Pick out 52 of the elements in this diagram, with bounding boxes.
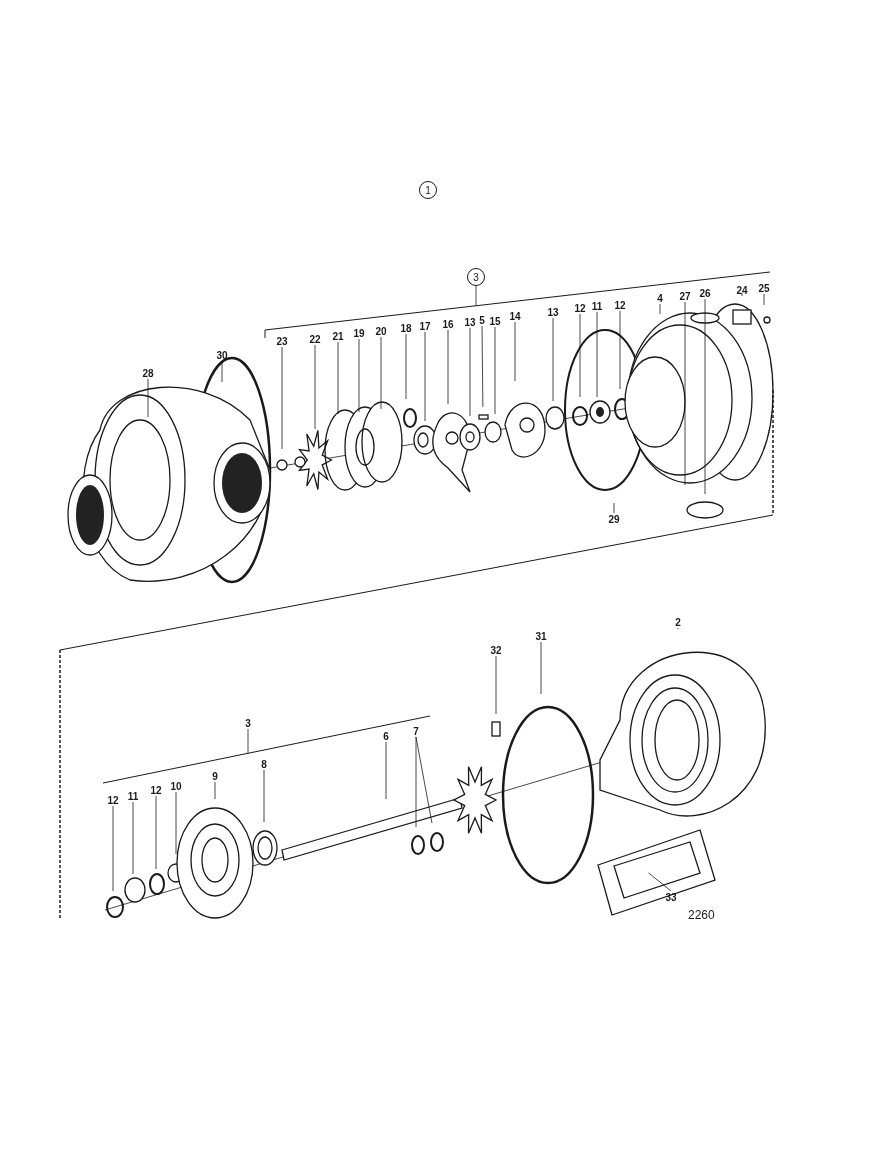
leader-line: [358, 338, 360, 413]
leader-line: [447, 329, 449, 405]
leader-line: [424, 331, 426, 422]
callout-number: 2: [675, 616, 681, 628]
leader-line: [314, 344, 316, 430]
leader-line: [337, 341, 339, 415]
callout-number: 32: [490, 644, 502, 656]
leader-line: [659, 303, 661, 315]
leader-line: [552, 317, 554, 402]
callout-number: 11: [127, 790, 139, 802]
group-bracket: [102, 715, 431, 784]
leader-line: [405, 333, 407, 400]
leader-line: [648, 872, 672, 892]
leader-line: [214, 781, 216, 800]
leader-line: [613, 502, 615, 514]
leader-line: [684, 301, 686, 486]
leader-line: [495, 655, 497, 715]
leader-line: [147, 378, 149, 418]
callout-number: 12: [150, 784, 162, 796]
leader-line: [112, 805, 114, 892]
drawing-number: 2260: [688, 908, 715, 922]
callout-number: 28: [142, 367, 154, 379]
leader-line: [481, 325, 484, 408]
leader-line: [514, 321, 516, 382]
leader-line: [263, 769, 265, 823]
leader-line: [540, 641, 542, 695]
leader-line: [763, 293, 765, 306]
callout-number: 22: [309, 333, 321, 345]
leader-line: [579, 313, 581, 398]
callout-number: 29: [608, 513, 620, 525]
leader-line: [741, 292, 743, 297]
leader-line: [704, 298, 706, 495]
callout-number: 30: [216, 349, 228, 361]
leader-line: [221, 360, 223, 383]
leader-line: [619, 310, 621, 390]
leader-line: [281, 346, 283, 450]
callout-number: 10: [170, 780, 182, 792]
leader-line: [175, 791, 177, 855]
leader-line: [247, 728, 249, 754]
leader-line: [415, 736, 417, 828]
leader-line: [494, 326, 496, 415]
leader-line: [415, 736, 433, 824]
leader-line: [380, 336, 382, 410]
leader-line: [155, 795, 157, 870]
callout-number: 31: [535, 630, 547, 642]
leader-line: [475, 285, 477, 307]
leader-line: [132, 801, 134, 875]
leader-line: [469, 327, 471, 417]
callout-number: 23: [276, 335, 288, 347]
leader-line: [385, 741, 387, 800]
callout-number: 12: [107, 794, 119, 806]
leader-line: [596, 311, 598, 398]
